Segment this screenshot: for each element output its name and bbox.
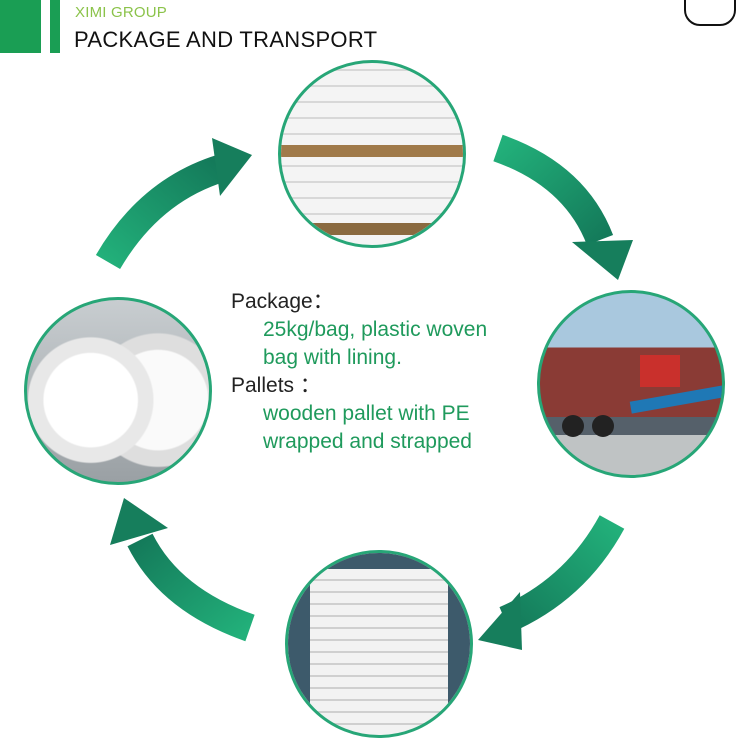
package-info: Package： 25kg/bag, plastic woven bag wit…: [231, 288, 487, 456]
pallets-detail-line: wooden pallet with PE: [263, 402, 470, 425]
arrow-top-left: [95, 138, 252, 270]
page-title: PACKAGE AND TRANSPORT: [74, 27, 378, 52]
pallet-wood: [281, 145, 463, 157]
pallet-stack-photo: [278, 60, 466, 248]
arrow-bottom-left: [110, 498, 255, 642]
pallets-detail-line: wrapped and strapped: [263, 430, 472, 453]
forklift: [640, 355, 680, 387]
package-detail-line: bag with lining.: [263, 346, 402, 369]
corner-decoration: [684, 0, 736, 26]
package-label: Package：: [231, 290, 334, 313]
arrow-bottom-right: [478, 515, 625, 650]
jumbo-bags-photo: [24, 297, 212, 485]
truck-wheels: [562, 415, 584, 437]
pallets-label: Pallets ：: [231, 374, 321, 397]
package-detail-line: 25kg/bag, plastic woven: [263, 318, 488, 341]
container-bags-photo: [285, 550, 473, 738]
header-accent-stripe: [50, 0, 60, 53]
truck-loading-photo: [537, 290, 725, 478]
container-frame: [288, 553, 470, 735]
brand-name: XIMI GROUP: [75, 4, 168, 21]
loading-ramp: [629, 384, 722, 414]
header-accent-bar: [0, 0, 41, 53]
truck-wheels: [592, 415, 614, 437]
pallet-wood: [281, 223, 463, 235]
arrow-top-right: [493, 134, 633, 280]
